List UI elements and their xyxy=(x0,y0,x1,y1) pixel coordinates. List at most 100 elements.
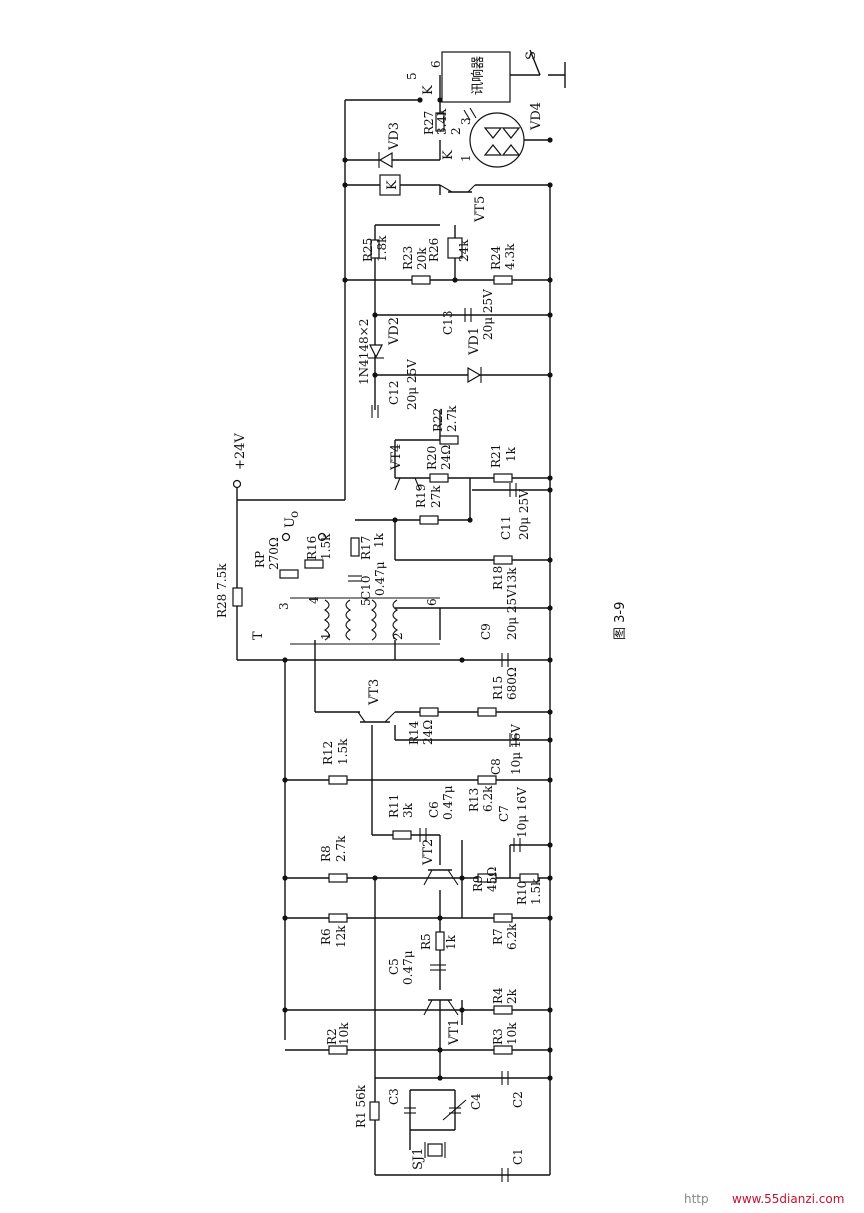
label-c11: C11 xyxy=(499,516,513,540)
junctions xyxy=(282,97,553,1081)
diode-symbols xyxy=(368,151,482,384)
resistor-r13 xyxy=(477,775,497,785)
resistor-r18 xyxy=(493,555,513,565)
switch-label: S xyxy=(524,51,539,60)
transformer-pin-4: 4 xyxy=(307,596,321,604)
value-r26: 24k xyxy=(457,239,471,262)
capacitor-symbols xyxy=(348,308,521,1182)
relay-k-coil xyxy=(379,174,401,196)
value-r10: 1.5k xyxy=(529,878,543,905)
value-c12: 20μ 25V xyxy=(405,359,419,410)
value-r7: 6.2k xyxy=(505,923,519,950)
diode-vd2 xyxy=(369,344,383,359)
label-c9: C9 xyxy=(479,623,493,640)
value-r17: 1k xyxy=(372,532,386,548)
transformer-pin-5: 5 xyxy=(359,598,373,606)
resistor-r25 xyxy=(370,239,380,259)
terminal-plus24v xyxy=(232,479,242,489)
value-r22: 2.7k xyxy=(445,405,459,432)
label-r18: R18 xyxy=(491,566,505,590)
value-r11: 3k xyxy=(401,802,415,818)
label-relay-coil: K xyxy=(385,180,400,190)
value-r23: 20k xyxy=(415,247,429,270)
label-r28: R28 7.5k xyxy=(215,563,229,618)
resistor-r28 xyxy=(232,587,243,607)
label-r14: R14 xyxy=(407,720,421,745)
transformer-pin-3: 3 xyxy=(277,602,291,610)
value-r25: 1.8k xyxy=(375,235,389,262)
value-r15: 680Ω xyxy=(505,667,519,700)
resistor-r10 xyxy=(519,873,539,883)
label-sj1: SJ1 xyxy=(411,1148,426,1170)
label-c4: C4 xyxy=(469,1093,483,1110)
value-c6: 0.47μ xyxy=(441,785,455,820)
value-c10: 0.47μ xyxy=(373,561,387,596)
resistor-r14 xyxy=(419,707,439,717)
resistor-r17 xyxy=(350,537,360,557)
terminal-uo-top xyxy=(281,532,291,542)
label-r20: R20 xyxy=(425,446,439,470)
label-c6: C6 xyxy=(427,801,441,818)
resistor-r24 xyxy=(493,275,513,285)
label-vt1: VT1 xyxy=(447,1019,462,1046)
resistor-r21 xyxy=(493,473,513,483)
label-r13: R13 xyxy=(467,788,481,812)
resistor-r12 xyxy=(328,775,348,785)
label-r1: R1 56k xyxy=(354,1084,368,1128)
label-vd2: VD2 xyxy=(387,317,402,346)
resistor-r2 xyxy=(328,1045,348,1055)
watermark-site: www.55dianzi.com xyxy=(732,1192,844,1206)
resistor-r5 xyxy=(435,931,445,951)
transformer-pin-6: 6 xyxy=(425,598,439,606)
label-r4: R4 xyxy=(491,987,505,1004)
label-vt5: VT5 xyxy=(473,196,488,223)
resistor-r1 xyxy=(369,1101,380,1121)
label-r2: R2 xyxy=(325,1028,339,1045)
label-diode-pair: 1N4148×2 xyxy=(357,319,371,385)
label-r3: R3 xyxy=(491,1028,505,1045)
label-r21: R21 xyxy=(489,444,503,468)
alarm-box xyxy=(441,51,511,103)
label-vd1: VD1 xyxy=(467,327,482,356)
labels: +24V U o R1 56k R2 10k R3 10k R4 2k R5 1… xyxy=(215,51,844,1206)
resistor-r20 xyxy=(429,473,449,483)
label-r25: R25 xyxy=(361,238,375,262)
resistor-r23 xyxy=(411,275,431,285)
resistor-r3 xyxy=(493,1045,513,1055)
value-r13: 6.2k xyxy=(481,785,495,812)
label-relay-contact: K xyxy=(441,150,456,160)
output-subscript: o xyxy=(287,511,301,518)
watermark-prefix: http xyxy=(684,1192,709,1206)
label-c1: C1 xyxy=(511,1148,525,1165)
label-vt4: VT4 xyxy=(389,444,404,471)
label-c7: C7 xyxy=(497,805,511,822)
figure-title: 图 3-9 xyxy=(613,602,628,640)
resistor-r8 xyxy=(328,873,348,883)
label-vt3: VT3 xyxy=(367,679,382,706)
label-r19: R19 xyxy=(414,484,428,508)
value-r24: 4.3k xyxy=(503,243,517,270)
supply-label: +24V xyxy=(233,433,248,470)
resistor-r9 xyxy=(477,873,497,883)
label-c10: C10 xyxy=(359,576,373,600)
alarm-pin-6: 6 xyxy=(429,60,443,68)
diode-vd1 xyxy=(467,366,482,384)
label-r15: R15 xyxy=(491,676,505,700)
resistor-r6 xyxy=(328,913,348,923)
value-c13: 20μ 25V xyxy=(481,289,495,340)
resistor-r4 xyxy=(493,1005,513,1015)
label-rp: RP xyxy=(253,551,267,568)
label-c12: C12 xyxy=(387,381,401,405)
opto-pin-2: 2 xyxy=(449,127,463,135)
resistor-r22 xyxy=(439,435,459,445)
value-r16: 1.5k xyxy=(319,533,333,560)
potentiometer-rp xyxy=(279,569,299,579)
transformer-pin-2: 2 xyxy=(391,632,405,640)
value-r4: 2k xyxy=(505,988,519,1004)
value-c5: 0.47μ xyxy=(401,950,415,985)
label-c13: C13 xyxy=(441,311,455,335)
switch-s xyxy=(529,49,541,76)
value-r12: 1.5k xyxy=(336,738,350,765)
transformer-t xyxy=(290,597,440,645)
